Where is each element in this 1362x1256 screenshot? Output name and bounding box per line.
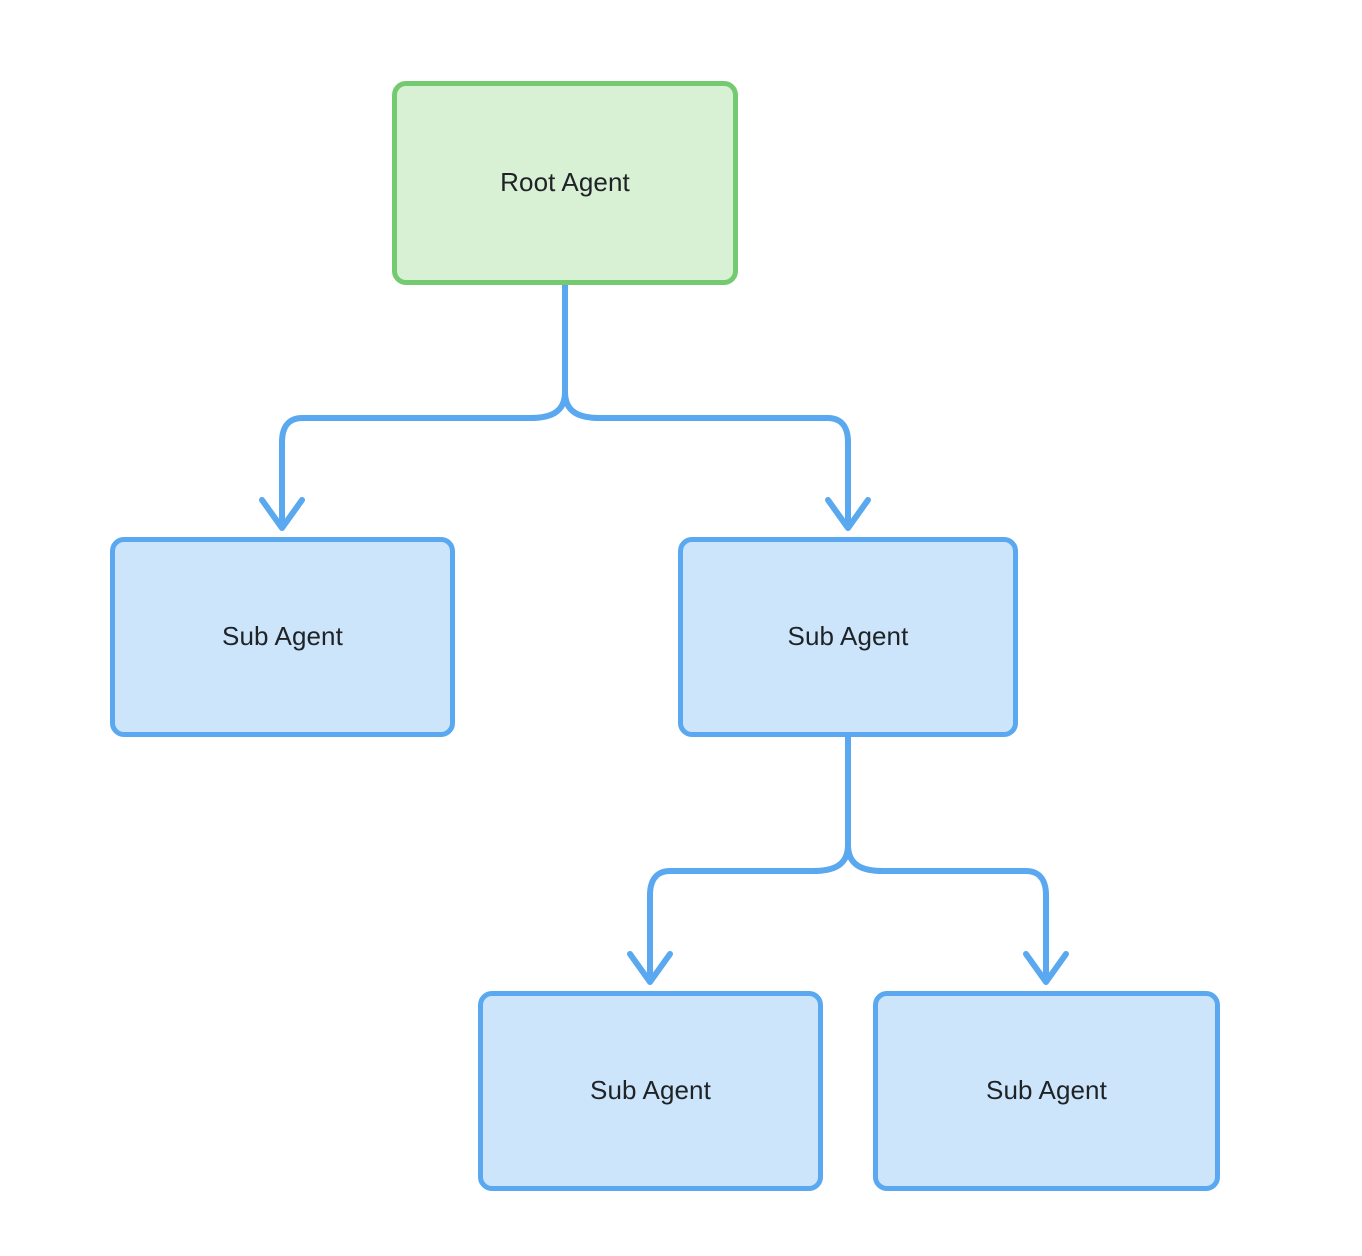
node-sub-agent-1-label: Sub Agent [222,621,343,652]
edge-sub2-sub3-arrowhead [627,951,673,985]
node-sub-agent-2-label: Sub Agent [787,621,909,652]
node-sub-agent-3[interactable]: Sub Agent [478,991,823,1191]
node-sub-agent-1[interactable]: Sub Agent [110,537,455,737]
node-sub-agent-4-label: Sub Agent [986,1075,1107,1106]
node-root-agent-label: Root Agent [500,167,630,198]
edge-root-sub2-line [562,389,851,527]
edge-root-sub1-line [279,389,568,527]
node-sub-agent-3-label: Sub Agent [590,1075,711,1106]
edge-root-sub2-arrowhead [825,497,871,531]
edge-root-sub1-arrowhead [259,497,305,531]
node-root-agent[interactable]: Root Agent [392,81,738,285]
node-sub-agent-4[interactable]: Sub Agent [873,991,1220,1191]
edge-sub2-sub4-line [845,842,1049,981]
edge-sub2-sub3-line [647,842,851,981]
node-sub-agent-2[interactable]: Sub Agent [678,537,1018,737]
edge-sub2-sub4-arrowhead [1023,951,1069,985]
